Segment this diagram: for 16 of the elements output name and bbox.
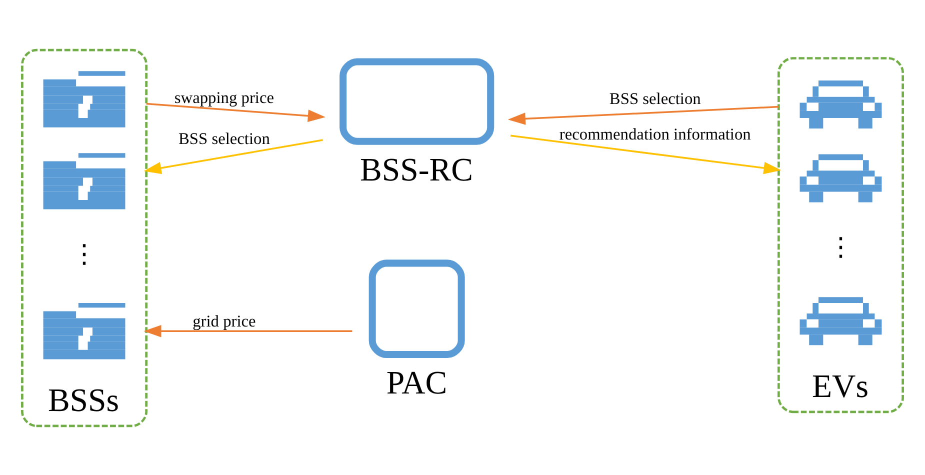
node-label: BSS-RC <box>360 152 473 188</box>
arrow <box>508 105 779 124</box>
arrow <box>146 102 326 122</box>
arrow <box>510 134 782 174</box>
node-label: PAC <box>386 365 448 402</box>
label: ⋮ <box>71 239 98 270</box>
edge-label: recommendation information <box>559 124 751 143</box>
edge-label: grid price <box>192 311 256 330</box>
edge-label: swapping price <box>174 87 274 106</box>
arrow <box>144 138 323 174</box>
label: ⋮ <box>828 232 854 262</box>
node-box <box>340 58 494 144</box>
edge-label: BSS selection <box>178 128 270 148</box>
arrow <box>144 324 352 337</box>
node-box <box>368 259 465 358</box>
edge-label: BSS selection <box>609 88 701 108</box>
